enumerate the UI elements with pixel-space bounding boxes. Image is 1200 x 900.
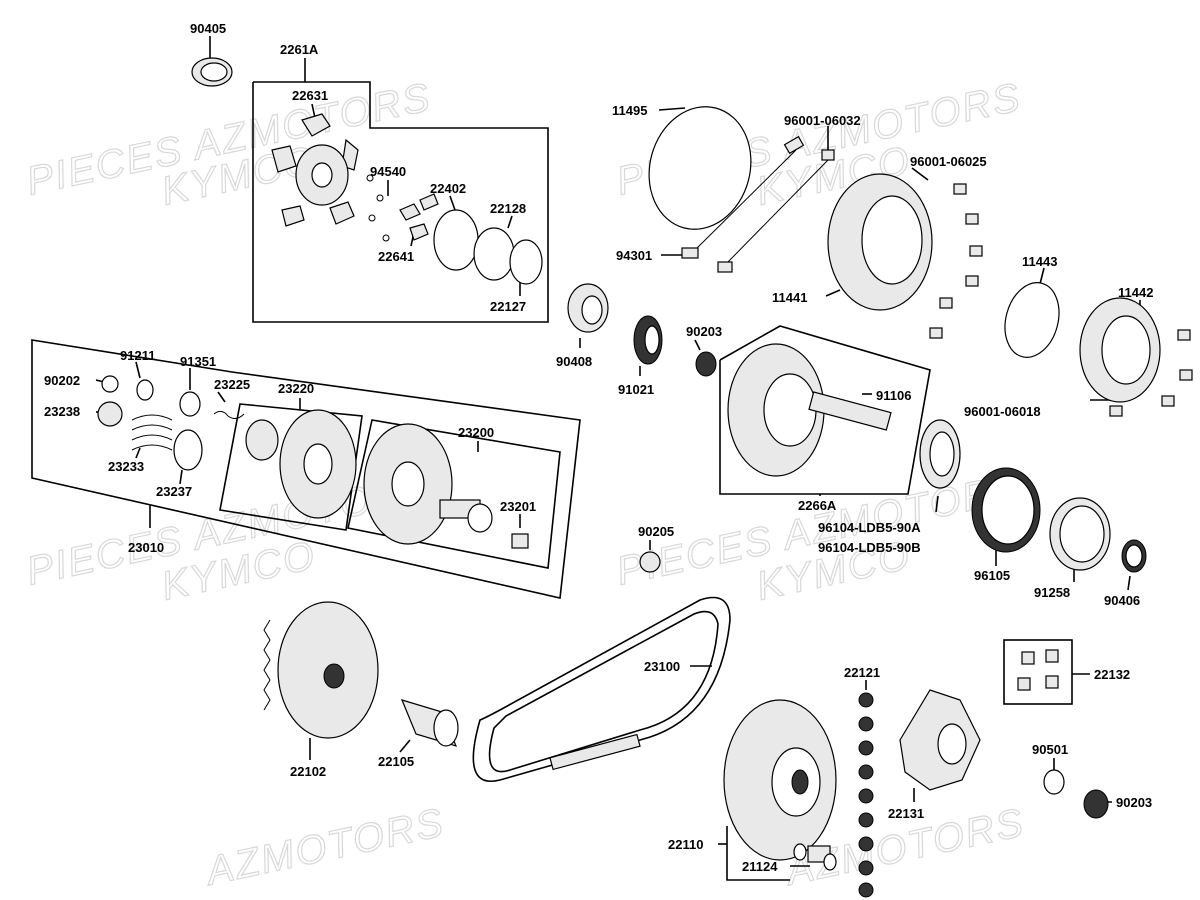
part-label-90406: 90406 [1104, 593, 1140, 608]
box-2261A [252, 81, 549, 323]
part-label-11442: 11442 [1118, 285, 1153, 300]
part-label-90205: 90205 [638, 524, 674, 539]
part-label-22641: 22641 [378, 249, 414, 264]
nut-90203-b [1083, 789, 1109, 819]
watermark-text: AZMOTORS [201, 800, 449, 894]
part-label-23233: 23233 [108, 459, 144, 474]
box-2266A [719, 325, 931, 495]
part-label-90501: 90501 [1032, 742, 1068, 757]
part-label-23100: 23100 [644, 659, 680, 674]
part-label-11443: 11443 [1022, 254, 1057, 269]
nut-90205 [639, 551, 661, 573]
part-label-94301: 94301 [616, 248, 652, 263]
collar-21124 [793, 843, 837, 871]
part-label-22110: 22110 [668, 837, 703, 852]
part-label-91021: 91021 [618, 382, 654, 397]
part-label-90203-b: 90203 [1116, 795, 1152, 810]
part-label-90405: 90405 [190, 21, 226, 36]
bearing-90408 [567, 283, 609, 333]
bushing-22105 [400, 699, 459, 747]
part-label-91258: 91258 [1034, 585, 1070, 600]
part-label-94540: 94540 [370, 164, 406, 179]
rollers-22121 [858, 692, 874, 898]
part-label-2261A: 2261A [280, 42, 319, 57]
part-label-22131: 22131 [888, 806, 924, 821]
part-label-23201: 23201 [500, 499, 536, 514]
part-label-22631: 22631 [292, 88, 328, 103]
drive-belt-23100 [472, 596, 731, 782]
box-23200 [347, 419, 561, 569]
part-label-23238: 23238 [44, 404, 80, 419]
part-drawings [97, 57, 1193, 898]
nut-90203 [695, 351, 717, 377]
part-label-96001-06025: 96001-06025 [910, 154, 987, 169]
sliders-22132 [1017, 649, 1059, 691]
bearing-91021 [633, 315, 663, 365]
part-label-22128: 22128 [490, 201, 526, 216]
part-label-91106: 91106 [876, 388, 911, 403]
box-23010 [31, 339, 581, 599]
seal-91258 [1049, 497, 1111, 571]
part-label-90202: 90202 [44, 373, 80, 388]
cover-11441 [827, 173, 933, 311]
part-label-90203: 90203 [686, 324, 722, 339]
part-label-96001-06018: 96001-06018 [964, 404, 1041, 419]
dowel-94301 [681, 135, 835, 273]
part-label-22102: 22102 [290, 764, 326, 779]
gasket-11443 [1004, 282, 1060, 358]
clutch-bell-2266A [727, 343, 892, 477]
part-label-11495: 11495 [612, 103, 647, 118]
washer-90501 [1043, 769, 1065, 795]
gasket-11495 [648, 106, 752, 230]
part-label-96001-06032: 96001-06032 [784, 113, 861, 128]
seal-96105 [971, 467, 1041, 553]
part-label-90408: 90408 [556, 354, 592, 369]
ramp-plate-22131 [899, 689, 981, 791]
part-label-22105: 22105 [378, 754, 414, 769]
part-label-22132: 22132 [1094, 667, 1130, 682]
drive-face-22102 [263, 601, 379, 739]
part-label-22402: 22402 [430, 181, 466, 196]
part-label-96104-LDB5-90B: 96104-LDB5-90B [818, 540, 921, 555]
box-22132 [1003, 639, 1073, 705]
bearing-96104 [919, 419, 961, 489]
seal-90405 [191, 57, 233, 87]
part-label-11441: 11441 [772, 290, 807, 305]
bolts-96001-06025 [929, 183, 983, 339]
part-labels: 90405 2261A 22631 94540 22402 22128 2264… [44, 21, 1153, 874]
part-label-22127: 22127 [490, 299, 526, 314]
part-label-23200: 23200 [458, 425, 494, 440]
part-label-96105: 96105 [974, 568, 1010, 583]
part-label-23220: 23220 [278, 381, 314, 396]
cover-11442 [1079, 297, 1193, 417]
clutch-assembly-2261A [271, 113, 543, 285]
ring-90406 [1121, 539, 1147, 573]
part-label-91351: 91351 [180, 354, 216, 369]
movable-drive-face-22110 [723, 699, 837, 861]
part-label-23237: 23237 [156, 484, 192, 499]
part-label-23010: 23010 [128, 540, 164, 555]
group-boxes [31, 58, 1090, 881]
part-label-21124: 21124 [742, 859, 778, 874]
part-label-23225: 23225 [214, 377, 250, 392]
part-label-22121: 22121 [844, 665, 880, 680]
part-label-2266A: 2266A [798, 498, 837, 513]
part-label-96104-LDB5-90A: 96104-LDB5-90A [818, 520, 921, 535]
driven-pulley-23010 [97, 375, 529, 549]
part-label-91211: 91211 [120, 348, 155, 363]
